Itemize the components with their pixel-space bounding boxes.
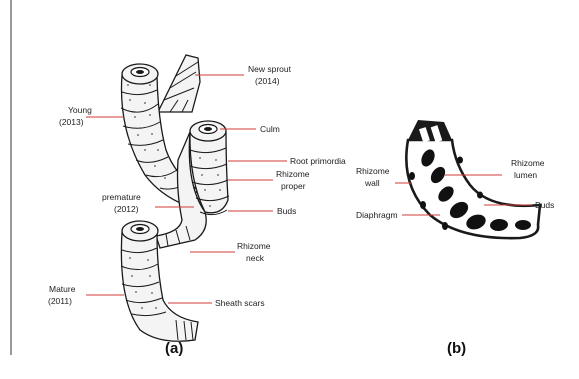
label-rhizome-proper-2: proper — [281, 181, 306, 191]
label-rhizome-neck-2: neck — [246, 253, 265, 263]
caption-b: (b) — [447, 340, 466, 357]
label-sheath-scars: Sheath scars — [215, 298, 265, 308]
label-young: Young — [68, 105, 92, 115]
label-root-primordia: Root primordia — [290, 156, 346, 166]
label-premature-year: (2012) — [114, 204, 139, 214]
label-buds-b: Buds — [535, 200, 554, 210]
label-mature: Mature — [49, 284, 76, 294]
label-rhizome-neck: Rhizome — [237, 241, 271, 251]
label-culm: Culm — [260, 124, 280, 134]
label-young-year: (2013) — [59, 117, 84, 127]
label-new-sprout: New sprout — [248, 64, 292, 74]
caption-a: (a) — [165, 340, 183, 357]
label-premature: premature — [102, 192, 141, 202]
label-diaphragm: Diaphragm — [356, 210, 398, 220]
label-rhizome-lumen-2: lumen — [514, 170, 537, 180]
label-buds-a: Buds — [277, 206, 296, 216]
label-rhizome-wall-2: wall — [364, 178, 380, 188]
new-sprout-shape — [158, 55, 200, 112]
label-new-sprout-year: (2014) — [255, 76, 280, 86]
label-rhizome-wall: Rhizome — [356, 166, 390, 176]
label-rhizome-lumen: Rhizome — [511, 158, 545, 168]
label-rhizome-proper: Rhizome — [276, 169, 310, 179]
label-mature-year: (2011) — [48, 296, 72, 306]
